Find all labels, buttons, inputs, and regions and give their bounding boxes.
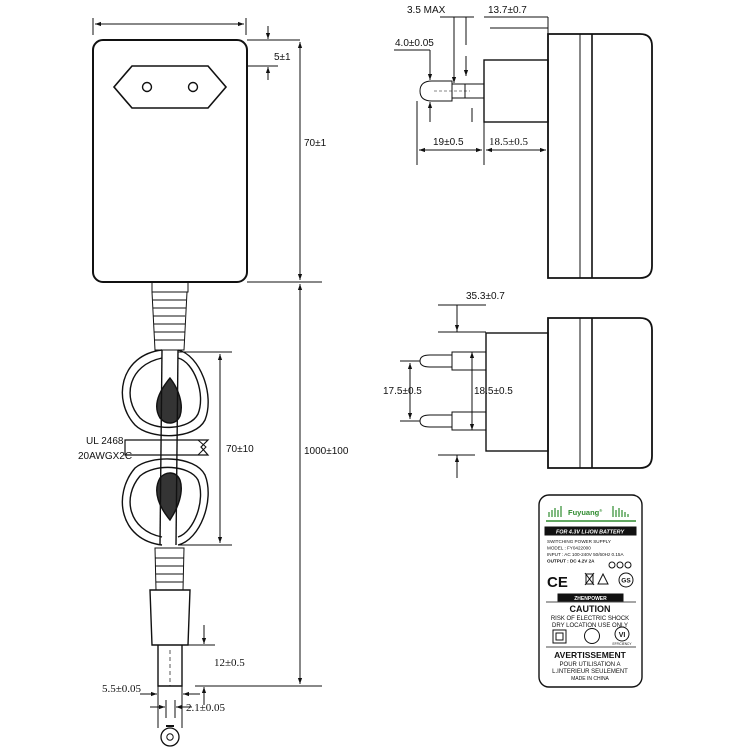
label-outline <box>538 494 643 688</box>
dimension-labels: 5±1 70±1 1000±100 70±10 UL 2468 20AWGX2C… <box>78 5 529 714</box>
side-housing <box>547 33 653 279</box>
label-warning-line1: POUR UTILISATION A <box>560 662 621 668</box>
label-gs-mark: GS <box>621 578 631 585</box>
efficiency-level-icon <box>614 626 630 642</box>
product-label <box>538 494 643 688</box>
side-plug-base <box>483 59 549 123</box>
label-origin: MADE IN CHINA <box>571 676 609 682</box>
strain-relief-ribs <box>153 299 186 341</box>
label-ce-mark: CE <box>547 574 568 591</box>
dim-plug-tip: 12±0.5 <box>214 657 245 669</box>
label-input: INPUT : AC 100-240V 50/60Hz 0.15A <box>547 552 624 557</box>
dim-base-depth: 18.5±0.5 <box>489 136 529 148</box>
label-output: OUTPUT : DC 4.2V 2A <box>547 559 595 564</box>
side-pin <box>419 80 484 102</box>
adapter-body <box>92 39 248 283</box>
strain-relief-top <box>151 282 189 293</box>
gs-mark-icon <box>618 572 634 588</box>
label-battery-banner-text: FOR 4.3V LI-ION BATTERY <box>556 530 624 536</box>
double-insulation-icon <box>552 629 567 644</box>
cert-mark-icon-3 <box>624 561 632 569</box>
dim-pin-length: 19±0.5 <box>433 137 464 148</box>
top-pin-lower <box>419 411 486 431</box>
cable-spec-line1: UL 2468 <box>86 436 124 447</box>
label-text: Fuyuang® FOR 4.3V LI-ION BATTERY SWITCHI… <box>547 508 632 682</box>
top-housing <box>547 317 653 469</box>
label-battery-banner <box>544 526 637 536</box>
label-product-type: SWITCHING POWER SUPPLY <box>547 539 611 544</box>
weee-bin-icon <box>585 573 594 585</box>
label-power-banner-text: ZHENPOWER <box>574 596 607 602</box>
label-efficiency-text: EFFICIENCY <box>613 642 633 646</box>
dc-plug-end-symbol <box>160 727 180 747</box>
label-warning-title: AVERTISSEMENT <box>554 650 626 660</box>
socket-hole-left <box>141 81 153 93</box>
dim-pin-spacing-right: 18.5±0.5 <box>474 386 513 397</box>
dc-plug-body <box>149 589 191 646</box>
dim-cable-length: 1000±100 <box>304 446 349 457</box>
top-plug-base <box>485 332 549 452</box>
label-caution-line1: RISK OF ELECTRIC SHOCK <box>551 616 629 622</box>
label-power-banner <box>557 593 624 602</box>
label-model: MODEL : FY0422000 <box>547 546 591 551</box>
dim-pin-dia: 4.0±0.05 <box>395 38 434 49</box>
indoor-use-icon <box>584 628 600 644</box>
dim-coil-height: 70±10 <box>226 444 254 455</box>
dim-pin-gap: 13.7±0.7 <box>488 5 527 16</box>
front-view <box>92 18 322 747</box>
cert-mark-icon-1 <box>608 561 616 569</box>
label-brand-name: Fuyuang <box>568 508 600 517</box>
label-caution-line2: DRY LOCATION USE ONLY <box>552 623 628 629</box>
label-efficiency-mark: VI <box>619 632 626 639</box>
plug-socket-outline <box>112 65 228 109</box>
label-brand-mark: ® <box>599 508 602 513</box>
cert-mark-icon-2 <box>616 561 624 569</box>
dim-body-height: 70±1 <box>304 138 327 149</box>
top-pin-upper <box>419 351 486 371</box>
coiled-cable <box>121 349 209 546</box>
label-warning-line2: L.INTERIEUR SEULEMENT <box>552 669 628 675</box>
dim-plug-outer: 5.5±0.05 <box>102 683 142 695</box>
brand-bars <box>548 506 629 517</box>
cable-spec-line2: 20AWGX2C <box>78 451 132 462</box>
cable-tie <box>124 439 210 456</box>
dim-plug-inner: 2.1±0.05 <box>186 702 226 714</box>
dim-pin-max: 3.5 MAX <box>407 5 446 16</box>
side-view <box>394 16 653 279</box>
dim-top-depth: 35.3±0.7 <box>466 291 505 302</box>
warning-triangle-icon <box>597 572 609 585</box>
dim-pin-spacing-left: 17.5±0.5 <box>383 386 422 397</box>
label-brand: Fuyuang® <box>568 508 602 517</box>
dim-top-gap: 5±1 <box>274 52 291 63</box>
socket-hole-right <box>187 81 199 93</box>
label-caution-title: CAUTION <box>570 604 611 614</box>
dc-plug-relief <box>154 547 185 591</box>
top-view <box>400 304 653 478</box>
